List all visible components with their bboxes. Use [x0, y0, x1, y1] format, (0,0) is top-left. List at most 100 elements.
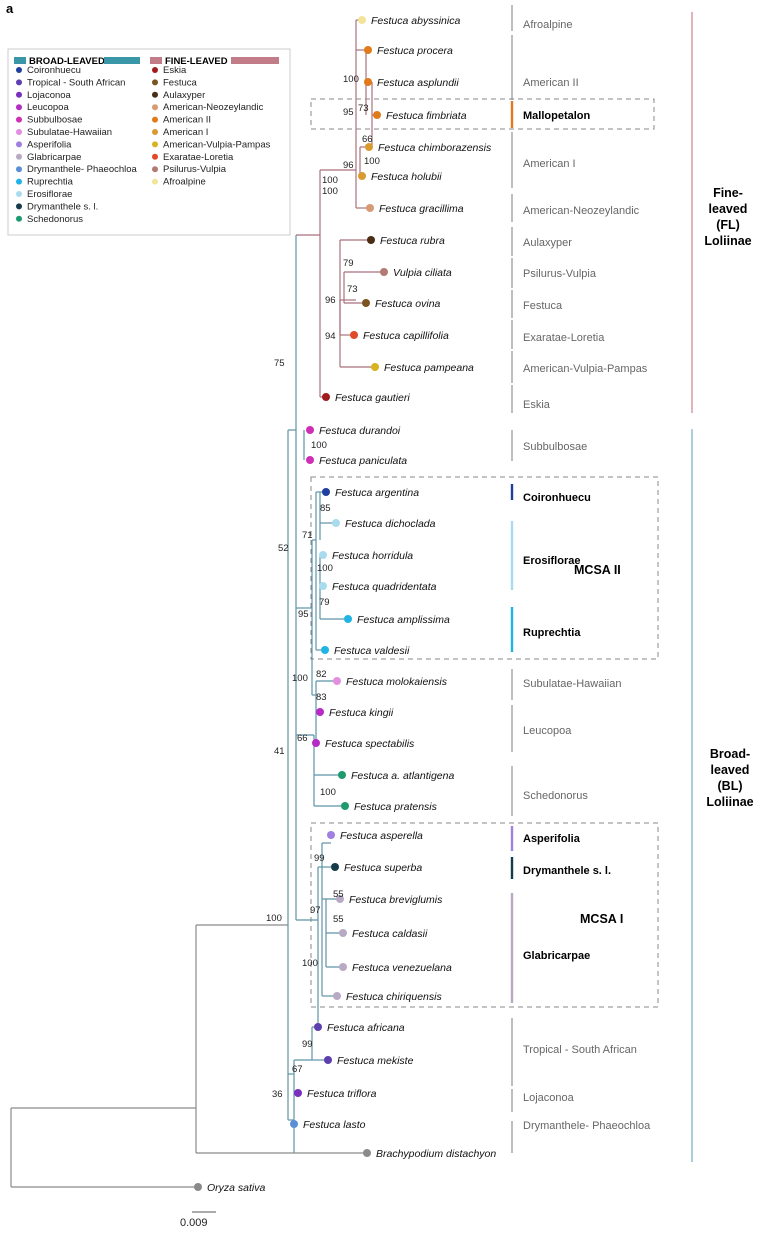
tip-label: Festuca durandoi — [319, 425, 401, 437]
panel-label: a — [6, 1, 14, 16]
tip-label: Festuca molokaiensis — [346, 676, 448, 688]
support-value: 95 — [343, 107, 354, 118]
support-value: 73 — [358, 103, 369, 114]
legend-marker — [152, 141, 158, 148]
tip-label: Festuca venezuelana — [352, 962, 452, 974]
legend-marker — [152, 104, 158, 111]
legend-marker — [152, 178, 158, 185]
tip-marker — [339, 929, 347, 937]
tip-label: Festuca asplundii — [377, 77, 459, 89]
clade-label: Schedonorus — [523, 790, 588, 802]
support-value: 95 — [298, 609, 309, 620]
tip-marker — [366, 204, 374, 212]
tip-marker — [314, 1023, 322, 1031]
legend-label: Glabricarpae — [27, 152, 81, 163]
tip-marker — [333, 992, 341, 1000]
tip-marker — [327, 831, 335, 839]
tip-marker — [338, 771, 346, 779]
tip-label: Festuca amplissima — [357, 614, 450, 626]
scale-bar-label: 0.009 — [180, 1217, 208, 1229]
clade-label: Leucopoa — [523, 725, 572, 737]
clade-label: American-Neozeylandic — [523, 205, 640, 217]
broad-group-line2: leaved — [711, 763, 750, 777]
legend-marker — [16, 153, 22, 160]
legend-broad-swatch-left — [14, 57, 26, 64]
legend-label: American-Neozeylandic — [163, 102, 264, 113]
clade-label: Afroalpine — [523, 19, 573, 31]
fine-group-line3: (FL) — [716, 218, 740, 232]
legend-marker — [16, 141, 22, 148]
tip-label: Festuca argentina — [335, 487, 419, 499]
tip-label: Oryza sativa — [207, 1182, 266, 1194]
support-value: 85 — [320, 503, 331, 514]
tip-label: Festuca dichoclada — [345, 518, 436, 530]
tip-marker — [194, 1183, 202, 1191]
legend-marker — [152, 91, 158, 98]
clade-label: Drymanthele- Phaeochloa — [523, 1120, 651, 1132]
fine-group-line2: leaved — [709, 202, 748, 216]
support-value: 100 — [343, 74, 359, 85]
clade-label: Drymanthele s. l. — [523, 865, 611, 877]
legend-label: American-Vulpia-Pampas — [163, 139, 271, 150]
mcsa-i-label: MCSA I — [580, 912, 623, 926]
tip-label: Festuca chimborazensis — [378, 142, 492, 154]
support-value: 100 — [317, 563, 333, 574]
clade-label: Erosiflorae — [523, 555, 580, 567]
clade-label: Subulatae-Hawaiian — [523, 678, 621, 690]
tip-marker — [339, 963, 347, 971]
legend-label: Erosiflorae — [27, 189, 72, 200]
support-value: 67 — [292, 1064, 303, 1075]
support-value: 99 — [314, 853, 325, 864]
tip-marker — [364, 78, 372, 86]
tip-marker — [312, 739, 320, 747]
tip-label: Festuca caldasii — [352, 928, 428, 940]
tip-marker — [373, 111, 381, 119]
tip-label: Festuca lasto — [303, 1119, 366, 1131]
tip-label: Festuca valdesii — [334, 645, 410, 657]
tip-label: Festuca paniculata — [319, 455, 407, 467]
fine-group-line4: Loliinae — [704, 234, 751, 248]
clade-label: Aulaxyper — [523, 237, 572, 249]
legend-label: Subulatae-Hawaiian — [27, 127, 112, 138]
support-value: 55 — [333, 914, 344, 925]
legend-label: Coironhuecu — [27, 65, 81, 76]
tip-label: Festuca capillifolia — [363, 330, 449, 342]
clade-label: Tropical - South African — [523, 1044, 637, 1056]
legend: BROAD-LEAVED FINE-LEAVED CoironhuecuTrop… — [7, 48, 291, 236]
legend-marker — [152, 67, 158, 73]
tip-marker — [319, 582, 327, 590]
support-value: 79 — [343, 258, 354, 269]
tip-marker — [322, 488, 330, 496]
tip-label: Festuca breviglumis — [349, 894, 443, 906]
tip-marker — [294, 1089, 302, 1097]
tip-marker — [341, 802, 349, 810]
clade-label: Glabricarpae — [523, 950, 590, 962]
mcsa-ii-box — [310, 476, 659, 660]
clade-label: Asperifolia — [523, 833, 581, 845]
tip-label: Festuca pratensis — [354, 801, 438, 813]
support-value: 52 — [278, 543, 289, 554]
mcsa-ii-label: MCSA II — [574, 563, 621, 577]
tip-marker — [358, 16, 366, 24]
tip-marker — [331, 863, 339, 871]
legend-marker — [16, 129, 22, 135]
support-value: 83 — [316, 692, 327, 703]
clade-label: Psilurus-Vulpia — [523, 268, 597, 280]
tip-marker — [344, 615, 352, 623]
tip-label: Vulpia ciliata — [393, 267, 452, 279]
support-value: 55 — [333, 889, 344, 900]
legend-label: Leucopoa — [27, 102, 69, 113]
tip-label: Brachypodium distachyon — [376, 1148, 496, 1160]
legend-label: Drymanthele s. l. — [27, 201, 98, 212]
clade-label: American II — [523, 77, 579, 89]
tip-label: Festuca a. atlantigena — [351, 770, 454, 782]
tip-marker — [321, 646, 329, 654]
legend-label: Exaratae-Loretia — [163, 152, 234, 163]
legend-marker — [16, 191, 22, 197]
legend-marker — [16, 79, 22, 86]
support-value: 100 — [322, 175, 338, 186]
tip-marker — [290, 1120, 298, 1128]
